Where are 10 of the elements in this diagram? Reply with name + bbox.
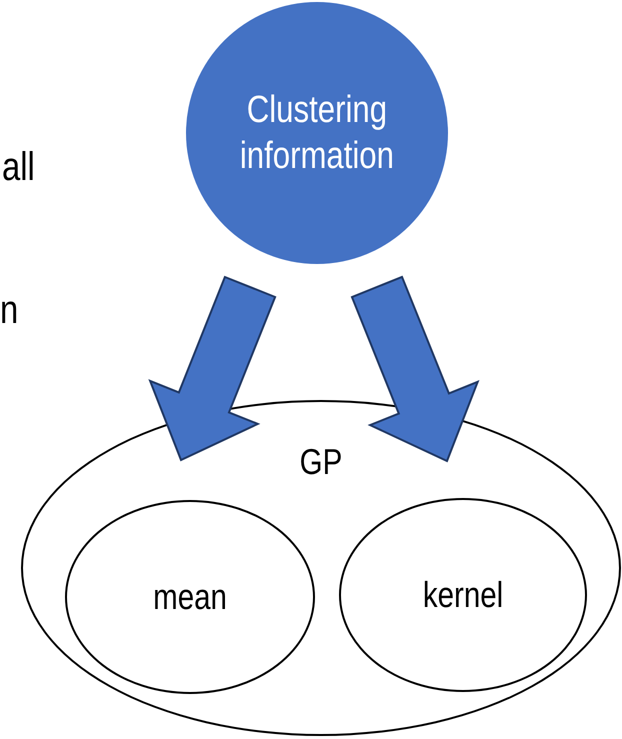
node-label: Clustering information [238, 88, 396, 179]
node-label: GP [300, 440, 342, 484]
block-arrow [350, 276, 480, 462]
ellipse-node [339, 498, 587, 692]
block-arrow [148, 276, 276, 462]
ellipse-node [65, 500, 315, 694]
node-label: kernel [422, 573, 504, 617]
text-fragment: all [2, 145, 35, 190]
node-label: mean [153, 575, 227, 619]
text-fragment: n [0, 288, 18, 333]
